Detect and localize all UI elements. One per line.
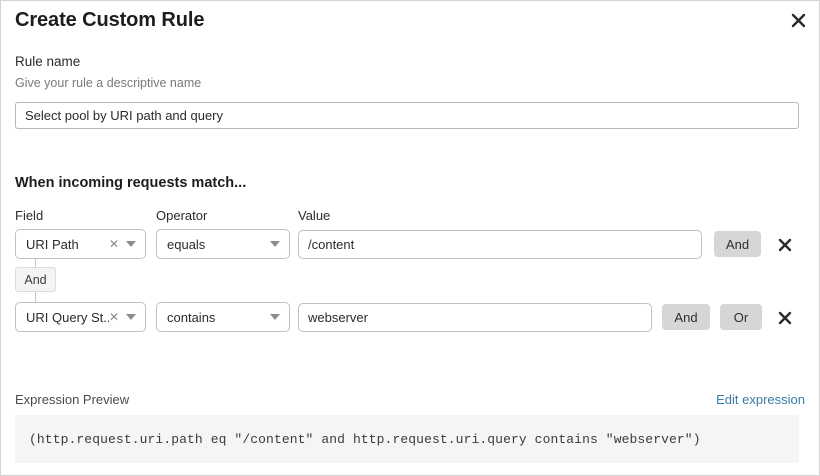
expression-preview-code: (http.request.uri.path eq "/content" and… [29, 431, 701, 447]
clear-icon[interactable]: ✕ [108, 310, 119, 324]
delete-row-1-icon[interactable] [775, 235, 795, 255]
column-header-value: Value [298, 208, 331, 223]
field-select-row-2-value: URI Query St... [26, 309, 109, 325]
delete-row-2-icon[interactable] [775, 308, 795, 328]
field-select-row-2[interactable]: URI Query St... ✕ [15, 302, 146, 332]
rule-name-input[interactable] [15, 102, 799, 129]
and-button-row-2[interactable]: And [662, 304, 710, 330]
expression-preview-panel: (http.request.uri.path eq "/content" and… [15, 415, 799, 463]
close-icon[interactable] [785, 7, 811, 33]
rule-name-label: Rule name [15, 54, 81, 69]
column-header-field: Field [15, 208, 44, 223]
group-connector-and[interactable]: And [15, 267, 56, 292]
match-section-heading: When incoming requests match... [15, 175, 247, 191]
chevron-down-icon[interactable] [126, 314, 136, 320]
field-select-row-1[interactable]: URI Path ✕ [15, 229, 146, 259]
field-select-row-1-value: URI Path [26, 236, 79, 252]
value-input-row-2[interactable] [298, 303, 652, 332]
operator-select-row-2-value: contains [167, 309, 216, 325]
rule-name-sublabel: Give your rule a descriptive name [15, 76, 202, 90]
and-button-row-1[interactable]: And [714, 231, 761, 257]
dialog-title: Create Custom Rule [15, 9, 205, 31]
operator-select-row-2[interactable]: contains [156, 302, 290, 332]
edit-expression-link[interactable]: Edit expression [716, 392, 805, 407]
or-button-row-2[interactable]: Or [720, 304, 762, 330]
value-input-row-1[interactable] [298, 230, 702, 259]
expression-preview-label: Expression Preview [15, 392, 130, 407]
clear-icon[interactable]: ✕ [108, 237, 119, 251]
chevron-down-icon[interactable] [126, 241, 136, 247]
column-header-operator: Operator [156, 208, 208, 223]
chevron-down-icon[interactable] [270, 314, 280, 320]
connector-line-top [35, 259, 36, 267]
connector-line-bottom [35, 292, 36, 302]
operator-select-row-1-value: equals [167, 236, 206, 252]
chevron-down-icon[interactable] [270, 241, 280, 247]
operator-select-row-1[interactable]: equals [156, 229, 290, 259]
